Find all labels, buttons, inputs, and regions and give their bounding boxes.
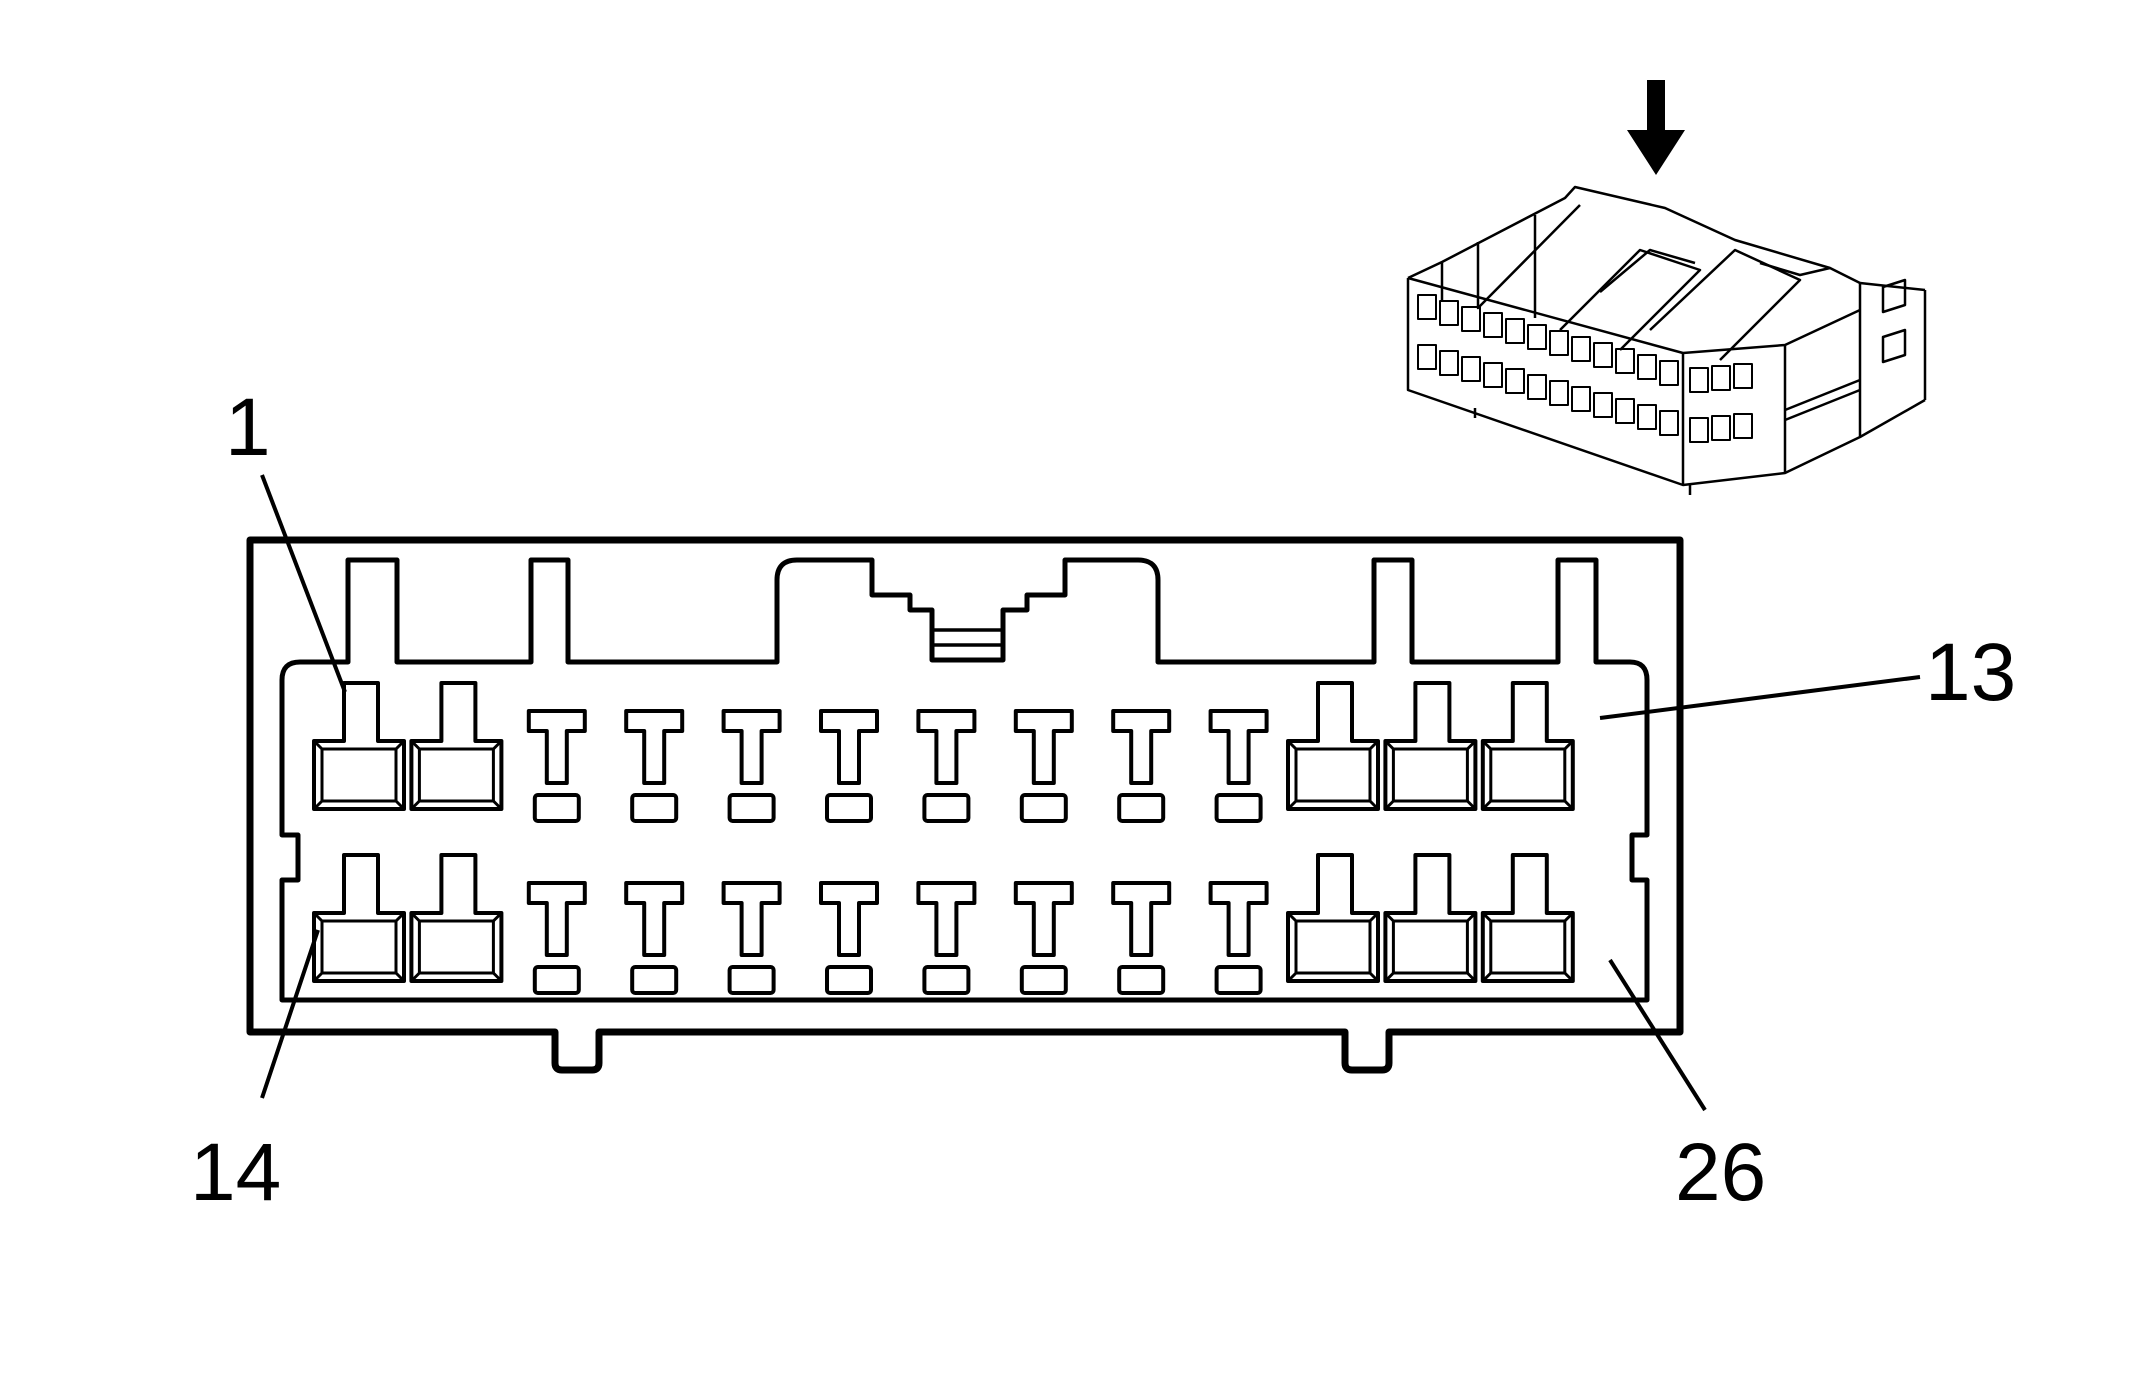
leader-lines [260,474,1921,1112]
leader-line-pin-13 [1599,675,1921,720]
pin-label-26: 26 [1675,1127,1766,1218]
cavity-pin-9 [1111,709,1172,823]
cavity-pin-23 [1208,881,1269,995]
cavity-pin-26 [1480,853,1575,983]
connector-isometric-inset [1406,80,1927,495]
cavity-pin-19 [819,881,879,995]
cavity-pin-8 [1013,709,1074,823]
pin-label-13: 13 [1925,627,2016,718]
leader-line-pin-1 [260,474,347,693]
cavity-pin-12 [1383,681,1478,811]
housing-inner-edge [279,557,1650,1003]
inset-cavities [1417,294,1753,443]
pin-label-14: 14 [190,1127,281,1218]
cavity-grid [312,681,1575,995]
cavity-pin-14 [312,853,406,983]
down-arrow-icon [1627,80,1685,175]
cavity-pin-3 [526,709,587,823]
housing-outline [246,536,1684,1074]
leader-line-pin-26 [1608,958,1707,1112]
cavity-pin-7 [916,709,977,823]
cavity-pin-5 [721,709,782,823]
center-key [932,628,1003,662]
leader-line-pin-14 [260,929,320,1099]
cavity-pin-18 [721,881,782,995]
connector-face-view [246,474,1921,1112]
cavity-pin-20 [916,881,977,995]
cavity-pin-22 [1111,881,1172,995]
cavity-pin-2 [409,681,504,811]
cavity-pin-4 [624,709,685,823]
pin-label-1: 1 [225,382,271,473]
cavity-pin-21 [1013,881,1074,995]
cavity-pin-24 [1286,853,1380,983]
cavity-pin-16 [526,881,587,995]
cavity-pin-25 [1383,853,1478,983]
cavity-pin-6 [819,709,879,823]
cavity-pin-10 [1208,709,1269,823]
cavity-pin-11 [1286,681,1380,811]
cavity-pin-13 [1480,681,1575,811]
cavity-pin-17 [624,881,685,995]
cavity-pin-15 [409,853,504,983]
cavity-pin-1 [312,681,406,811]
